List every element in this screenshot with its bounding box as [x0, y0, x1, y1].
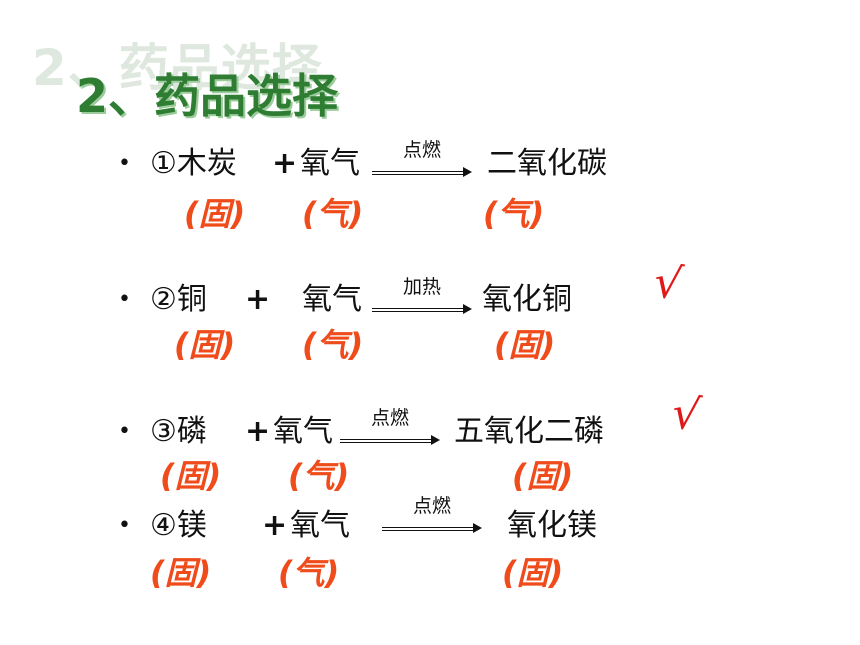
reaction-arrow: 点燃 — [382, 496, 482, 536]
state-label: (气) — [288, 457, 350, 495]
reaction-arrow: 点燃 — [340, 408, 440, 448]
plus-sign: + — [245, 414, 271, 449]
reactant-1: ①木炭 — [150, 146, 237, 181]
state-label: (气) — [278, 554, 340, 592]
checkmark: √ — [650, 256, 686, 311]
plus-sign: + — [245, 282, 271, 317]
product: 氧化镁 — [507, 508, 597, 543]
reactant-1: ③磷 — [150, 414, 207, 449]
reaction-condition: 点燃 — [412, 495, 451, 517]
state-label: (固) — [512, 457, 574, 495]
product: 二氧化碳 — [487, 146, 607, 181]
reaction-arrow: 点燃 — [372, 140, 472, 180]
plus-sign: + — [272, 146, 298, 181]
reactant-2: 氧气 — [302, 282, 362, 317]
state-label: (固) — [150, 554, 212, 592]
state-label: (固) — [502, 554, 564, 592]
reactant-1: ④镁 — [150, 508, 207, 543]
state-label: (固) — [184, 195, 246, 233]
product: 五氧化二磷 — [454, 414, 604, 449]
reaction-condition: 点燃 — [370, 407, 409, 429]
reactant-2: 氧气 — [300, 146, 360, 181]
reaction-arrow: 加热 — [372, 277, 472, 317]
slide-title-shadow: 2、药品选择 — [32, 39, 323, 97]
bullet: • — [118, 419, 131, 444]
state-label: (气) — [302, 326, 364, 364]
reaction-condition: 点燃 — [402, 139, 441, 161]
state-label: (气) — [302, 195, 364, 233]
reactant-2: 氧气 — [290, 508, 350, 543]
state-label: (固) — [174, 326, 236, 364]
product: 氧化铜 — [482, 282, 572, 317]
state-label: (固) — [160, 457, 222, 495]
state-label: (气) — [483, 195, 545, 233]
bullet: • — [118, 287, 131, 312]
slide-title: 2、药品选择 — [76, 69, 339, 123]
bullet: • — [118, 513, 131, 538]
bullet: • — [118, 151, 131, 176]
reactant-1: ②铜 — [150, 282, 207, 317]
checkmark: √ — [668, 387, 704, 442]
reaction-condition: 加热 — [402, 276, 441, 298]
plus-sign: + — [262, 508, 288, 543]
reactant-2: 氧气 — [273, 414, 333, 449]
state-label: (固) — [494, 326, 556, 364]
